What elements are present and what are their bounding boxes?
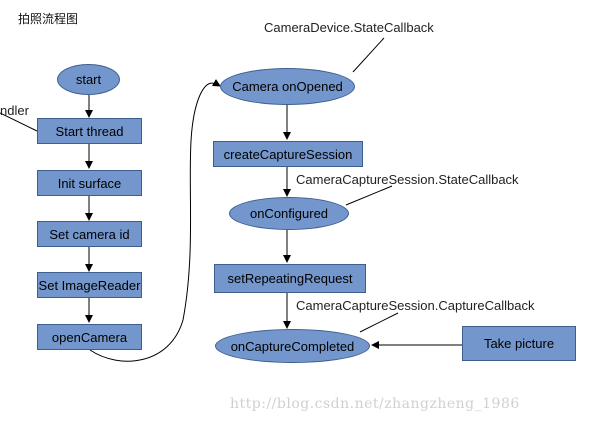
set-repeating-request-node: setRepeatingRequest	[214, 264, 366, 293]
curve-opencamera-to-onopened	[89, 79, 221, 362]
start-node: start	[57, 64, 120, 95]
state-callback-note: CameraDevice.StateCallback	[264, 20, 434, 35]
set-camera-id-node: Set camera id	[37, 221, 142, 247]
set-imagereader-node: Set ImageReader	[37, 272, 142, 298]
handler-connector	[0, 112, 38, 132]
capture-callback-note: CameraCaptureSession.CaptureCallback	[296, 298, 535, 313]
handler-label: ndler	[0, 103, 29, 118]
leader-session-state-callback	[345, 185, 393, 206]
init-surface-node: Init surface	[37, 170, 142, 196]
on-configured-node: onConfigured	[229, 197, 349, 230]
take-picture-node: Take picture	[462, 326, 576, 361]
create-capture-session-node: createCaptureSession	[213, 141, 363, 167]
leader-capture-callback	[359, 312, 399, 333]
watermark: http://blog.csdn.net/zhangzheng_1986	[230, 396, 520, 412]
on-capture-completed-node: onCaptureCompleted	[215, 329, 370, 363]
leader-state-callback	[352, 37, 385, 73]
camera-onopened-node: Camera onOpened	[220, 68, 355, 105]
open-camera-node: openCamera	[37, 324, 142, 350]
session-state-callback-note: CameraCaptureSession.StateCallback	[296, 172, 519, 187]
start-thread-node: Start thread	[37, 118, 142, 144]
diagram-title: 拍照流程图	[18, 12, 79, 26]
